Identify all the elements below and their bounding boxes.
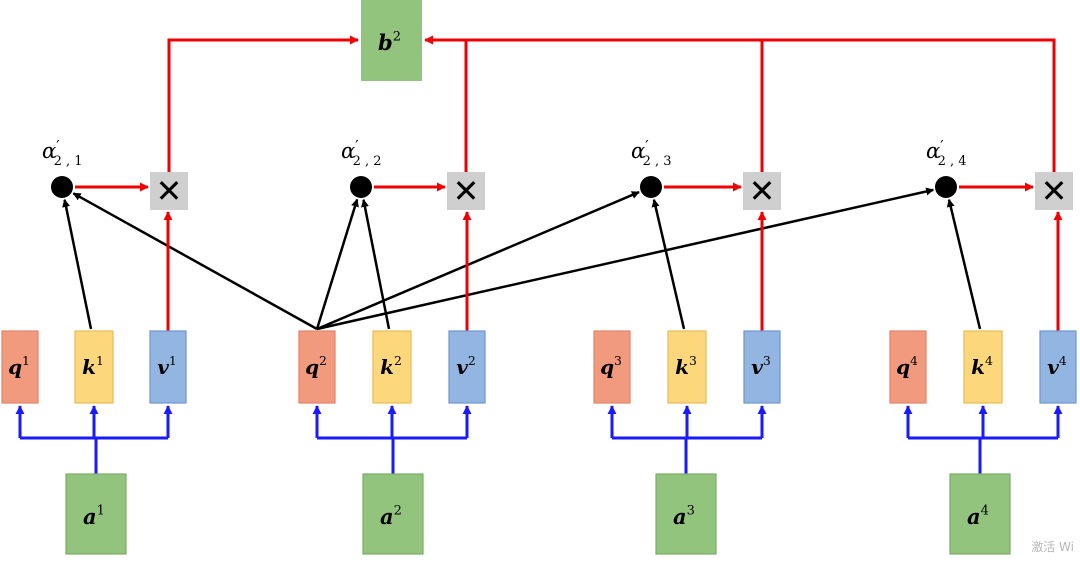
multiply-icon-1: ✕ xyxy=(156,172,183,210)
attention-score-dot-4 xyxy=(935,176,957,198)
attention-score-dot-2 xyxy=(350,176,372,198)
value-label-3: v3 xyxy=(751,353,771,379)
multiply-box-1 xyxy=(150,172,188,210)
input-label-a4: a4 xyxy=(967,504,989,529)
k1-to-alpha-2-1-arrow xyxy=(62,198,93,330)
output-label-b2: b2 xyxy=(378,30,401,55)
key-box-4 xyxy=(963,330,1003,404)
query-label-2: q2 xyxy=(305,353,327,379)
multiply-4-to-b2-arrow xyxy=(424,35,1056,172)
query-box-3 xyxy=(593,330,631,404)
input-label-a3: a3 xyxy=(673,504,695,529)
query-label-3: q3 xyxy=(600,353,622,379)
input-box-a2 xyxy=(362,473,424,555)
value-label-1: v1 xyxy=(157,353,177,379)
multiply-1-to-b2-arrow xyxy=(167,35,359,172)
key-label-2: k2 xyxy=(380,353,402,379)
k3-to-alpha-2-3-arrow xyxy=(651,198,686,330)
q2-to-alpha-2-4-arrow xyxy=(316,187,935,331)
query-label-4: q4 xyxy=(896,353,918,379)
value-label-4: v4 xyxy=(1047,353,1067,379)
key-label-3: k3 xyxy=(675,353,697,379)
attention-score-label-4: α′2 , 4 xyxy=(926,137,967,169)
input-box-a1 xyxy=(65,473,127,555)
attention-score-dot-1 xyxy=(51,176,73,198)
multiply-box-3 xyxy=(743,172,781,210)
multiply-box-2 xyxy=(447,172,485,210)
key-box-2 xyxy=(372,330,412,404)
attention-score-label-1: α′2 , 1 xyxy=(42,137,83,169)
input-box-a4 xyxy=(949,473,1011,555)
query-label-1: q1 xyxy=(8,353,30,379)
value-box-1 xyxy=(149,330,187,404)
query-box-2 xyxy=(298,330,336,404)
multiply-icon-4: ✕ xyxy=(1041,172,1068,210)
attention-score-dot-3 xyxy=(640,176,662,198)
key-box-1 xyxy=(74,330,114,404)
q2-to-alpha-2-3-arrow xyxy=(316,190,640,331)
key-label-1: k1 xyxy=(82,353,104,379)
key-box-3 xyxy=(667,330,707,404)
q2-to-alpha-2-2-arrow xyxy=(315,198,359,330)
attention-score-label-2: α′2 , 2 xyxy=(341,137,382,169)
output-box-b2 xyxy=(361,0,422,81)
input-label-a1: a1 xyxy=(83,504,105,529)
value-box-3 xyxy=(743,330,781,404)
input-box-a3 xyxy=(655,473,717,555)
input-label-a2: a2 xyxy=(380,504,402,529)
value-label-2: v2 xyxy=(456,353,476,379)
multiply-box-4 xyxy=(1035,172,1073,210)
multiply-icon-2: ✕ xyxy=(453,172,480,210)
k2-to-alpha-2-2-arrow xyxy=(360,198,391,330)
value-box-4 xyxy=(1039,330,1077,404)
q2-to-alpha-2-1-arrow xyxy=(72,192,318,331)
query-box-4 xyxy=(889,330,927,404)
k4-to-alpha-2-4-arrow xyxy=(946,198,982,330)
arrows-layer xyxy=(15,35,1063,474)
value-box-2 xyxy=(448,330,486,404)
multiply-icon-3: ✕ xyxy=(749,172,776,210)
query-box-1 xyxy=(1,330,39,404)
watermark: 激活 Wi xyxy=(1031,540,1074,554)
key-label-4: k4 xyxy=(971,353,993,379)
attention-score-label-3: α′2 , 3 xyxy=(631,137,672,169)
